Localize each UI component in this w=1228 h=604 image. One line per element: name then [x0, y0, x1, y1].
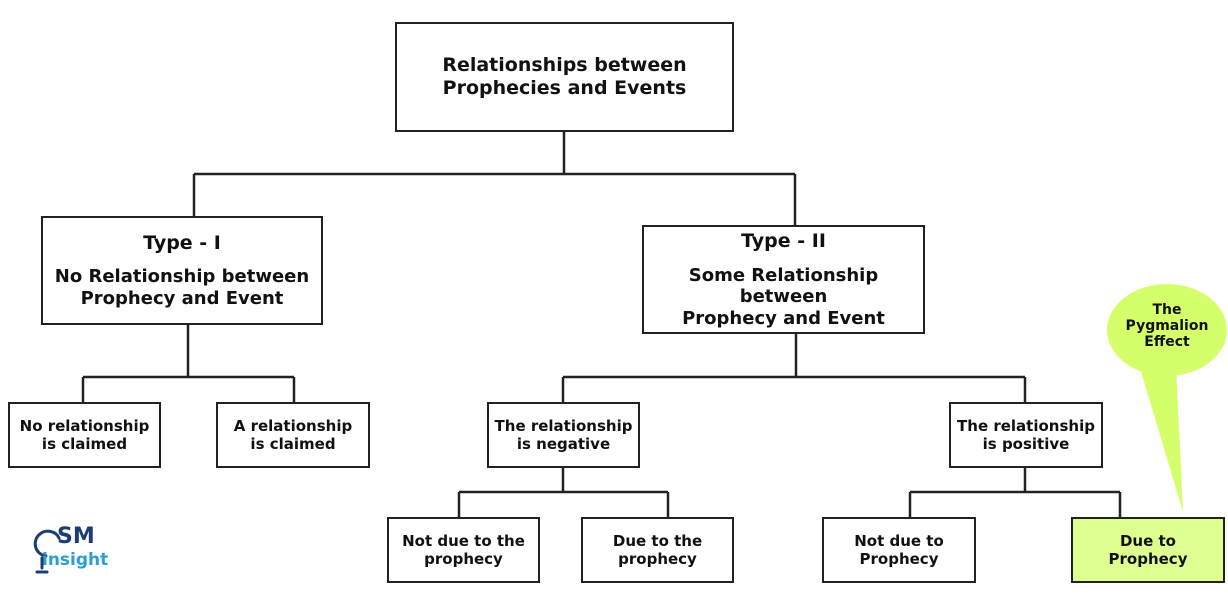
logo-sm-text: SM [57, 524, 95, 549]
pos-not-due-box: Not due to Prophecy [822, 517, 976, 583]
pos-due-box: Due to Prophecy [1071, 517, 1225, 583]
callout-line-1: The [1152, 302, 1182, 318]
no-claim-line-2: is claimed [41, 435, 128, 453]
no-claim-box: No relationship is claimed [8, 402, 161, 468]
logo-insight-text: insight [42, 550, 109, 570]
neg-not-due-line-2: prophecy [424, 550, 503, 568]
type-ii-title: Type - II [741, 229, 826, 252]
neg-not-due-box: Not due to the prophecy [387, 517, 540, 583]
type-ii-line-1: Some Relationship between [688, 264, 879, 308]
type-i-box: Type - I No Relationship between Prophec… [41, 216, 323, 325]
pos-not-due-line-2: Prophecy [859, 550, 939, 568]
root-line-1: Relationships between [442, 54, 687, 77]
type-i-title: Type - I [143, 231, 221, 254]
type-i-line-1: No Relationship between [54, 266, 310, 288]
callout-line-3: Effect [1144, 334, 1190, 351]
type-i-line-2: Prophecy and Event [80, 287, 284, 309]
root-box: Relationships between Prophecies and Eve… [395, 22, 734, 132]
negative-line-2: is negative [516, 435, 611, 453]
claim-box: A relationship is claimed [216, 402, 370, 468]
negative-line-1: The relationship [494, 417, 633, 435]
pos-due-line-1: Due to [1119, 532, 1176, 550]
callout-text: The Pygmalion Effect [1112, 302, 1222, 350]
positive-line-1: The relationship [957, 417, 1095, 435]
positive-line-2: is positive [982, 435, 1070, 453]
negative-box: The relationship is negative [487, 402, 640, 468]
lightbulb-icon [33, 529, 61, 574]
sm-insight-logo: SM insight [24, 524, 124, 582]
neg-due-line-1: Due to the [612, 532, 703, 550]
claim-line-2: is claimed [250, 435, 336, 453]
callout-line-2: Pygmalion [1125, 318, 1209, 335]
positive-box: The relationship is positive [949, 402, 1103, 468]
type-ii-line-2: Prophecy and Event [682, 307, 885, 329]
neg-due-box: Due to the prophecy [581, 517, 734, 583]
claim-line-1: A relationship [233, 417, 353, 435]
pos-not-due-line-1: Not due to [854, 532, 944, 550]
neg-not-due-line-1: Not due to the [402, 532, 525, 550]
type-ii-box: Type - II Some Relationship between Prop… [642, 225, 925, 334]
neg-due-line-2: prophecy [618, 550, 697, 568]
pygmalion-callout [1107, 284, 1227, 512]
pos-due-line-2: Prophecy [1108, 550, 1188, 568]
root-line-2: Prophecies and Events [442, 77, 687, 99]
no-claim-line-1: No relationship [19, 417, 150, 435]
